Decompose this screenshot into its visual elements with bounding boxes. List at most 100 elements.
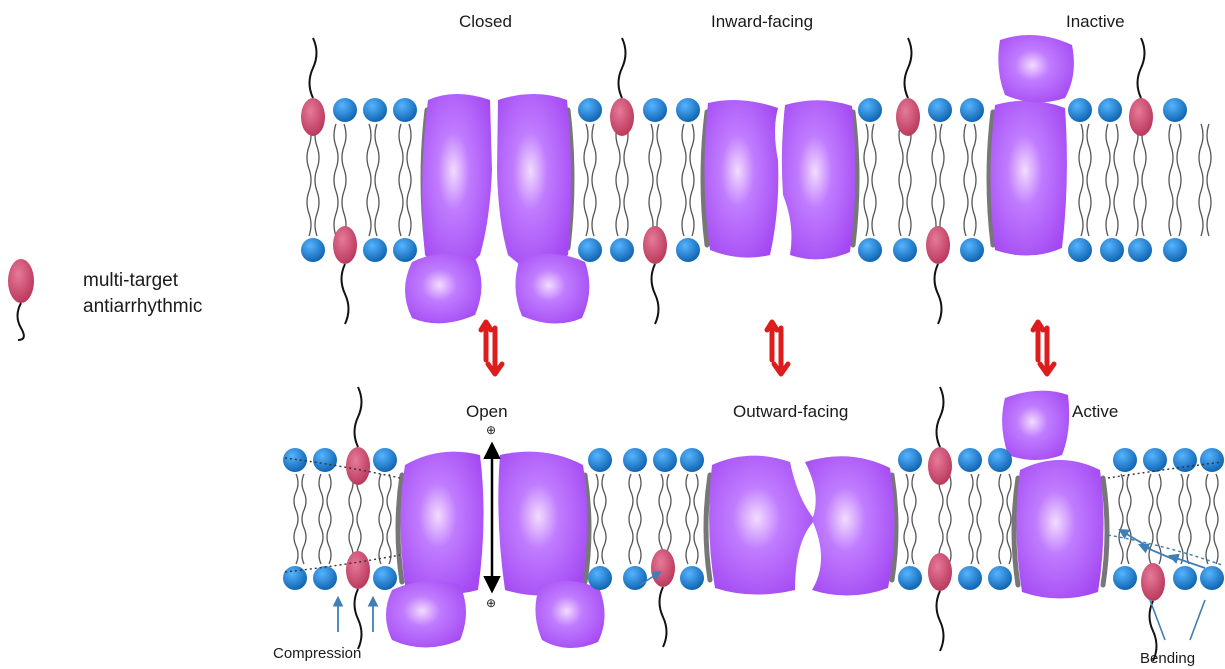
bending-pointer xyxy=(1190,600,1205,640)
arrow-down xyxy=(488,328,502,374)
lipid-tail xyxy=(694,474,698,564)
channel-protein xyxy=(422,94,492,266)
lipid-tail xyxy=(592,124,596,236)
lipid-tail xyxy=(1079,124,1083,236)
lipid-head xyxy=(960,238,984,262)
lipid-head xyxy=(1113,448,1137,472)
lipid-tail xyxy=(319,474,323,564)
lipid-tail xyxy=(1199,124,1203,236)
label-open: Open xyxy=(466,403,508,420)
lipid-head xyxy=(313,448,337,472)
lipid-head xyxy=(988,448,1012,472)
lipid-tail xyxy=(940,124,944,236)
lipid-tail xyxy=(1179,474,1183,564)
lipid-head xyxy=(958,566,982,590)
lipid-tail xyxy=(375,124,379,236)
lipid-tail xyxy=(334,124,338,236)
lipid-head xyxy=(676,238,700,262)
lipid-head xyxy=(1128,238,1152,262)
drug-tail xyxy=(1138,38,1145,98)
lipid-head xyxy=(680,566,704,590)
lipid-tail xyxy=(964,124,968,236)
lipid-tail xyxy=(584,124,588,236)
lipid-tail xyxy=(899,124,903,236)
label-active: Active xyxy=(1072,403,1118,420)
lipid-tail xyxy=(1087,124,1091,236)
lipid-tail xyxy=(1134,124,1138,236)
lipid-tail xyxy=(1119,474,1123,564)
lipid-tail xyxy=(912,474,916,564)
arrow-up xyxy=(1033,322,1043,360)
lipid-tail xyxy=(407,124,411,236)
lipid-tail xyxy=(1206,474,1210,564)
channel-protein xyxy=(497,94,571,266)
drug-molecule-icon xyxy=(610,98,634,136)
lipid-head xyxy=(1173,566,1197,590)
lipid-tail xyxy=(969,474,973,564)
arrow-up xyxy=(767,322,777,360)
lipid-tail xyxy=(947,474,951,564)
lipid-tail xyxy=(1007,474,1011,564)
legend-line-1: multi-target xyxy=(83,268,202,294)
drug-tail xyxy=(935,264,942,324)
drug-molecule-icon xyxy=(643,226,667,264)
lipid-head xyxy=(313,566,337,590)
lipid-head xyxy=(373,448,397,472)
lipid-tail xyxy=(1169,124,1173,236)
lipid-tail xyxy=(1187,474,1191,564)
lipid-tail xyxy=(349,474,353,564)
label-inward-facing: Inward-facing xyxy=(711,13,813,30)
lipid-head xyxy=(588,448,612,472)
drug-molecule-icon xyxy=(333,226,357,264)
legend-line-2: antiarrhythmic xyxy=(83,294,202,320)
lipid-head xyxy=(1200,448,1224,472)
drug-tail xyxy=(342,264,349,324)
lipid-head xyxy=(301,238,325,262)
equilibrium-arrow-icon xyxy=(1033,322,1054,374)
lipid-tail xyxy=(999,474,1003,564)
lipid-head xyxy=(1173,448,1197,472)
lipid-head xyxy=(1068,98,1092,122)
lipid-tail xyxy=(872,124,876,236)
legend-drug-tail xyxy=(18,303,24,340)
lipid-head xyxy=(610,238,634,262)
drug-molecule-icon xyxy=(346,551,370,589)
lipid-tail xyxy=(616,124,620,236)
lipid-tail xyxy=(367,124,371,236)
lipid-tail xyxy=(637,474,641,564)
lipid-head xyxy=(680,448,704,472)
arrow-down xyxy=(1040,328,1054,374)
lipid-head xyxy=(643,98,667,122)
drug-molecule-icon xyxy=(928,553,952,591)
channel-protein xyxy=(386,581,466,648)
channel-protein xyxy=(535,581,604,648)
drug-tail xyxy=(660,587,667,647)
lipid-head xyxy=(898,566,922,590)
lipid-tail xyxy=(1127,474,1131,564)
drug-molecule-icon xyxy=(896,98,920,136)
lipid-head xyxy=(653,448,677,472)
lipid-tail xyxy=(1114,124,1118,236)
drug-tail xyxy=(937,387,944,447)
channel-protein xyxy=(704,100,778,258)
lipid-head xyxy=(1098,98,1122,122)
lipid-head xyxy=(960,98,984,122)
charge-plus-bottom: ⊕ xyxy=(486,597,496,609)
lipid-tail xyxy=(690,124,694,236)
lipid-tail xyxy=(629,474,633,564)
bending-pointer xyxy=(1150,600,1165,640)
drug-molecule-icon xyxy=(651,549,675,587)
lipid-head xyxy=(858,98,882,122)
arrow-up xyxy=(481,322,491,360)
lipid-tail xyxy=(1157,474,1161,564)
lipid-head xyxy=(858,238,882,262)
lipid-head xyxy=(363,98,387,122)
lipid-tail xyxy=(1106,124,1110,236)
lipid-tail xyxy=(1142,124,1146,236)
lipid-head xyxy=(588,566,612,590)
lipid-head xyxy=(1113,566,1137,590)
channel-wall xyxy=(1103,478,1107,585)
drug-molecule-icon xyxy=(1141,563,1165,601)
drug-molecule-icon xyxy=(1129,98,1153,136)
